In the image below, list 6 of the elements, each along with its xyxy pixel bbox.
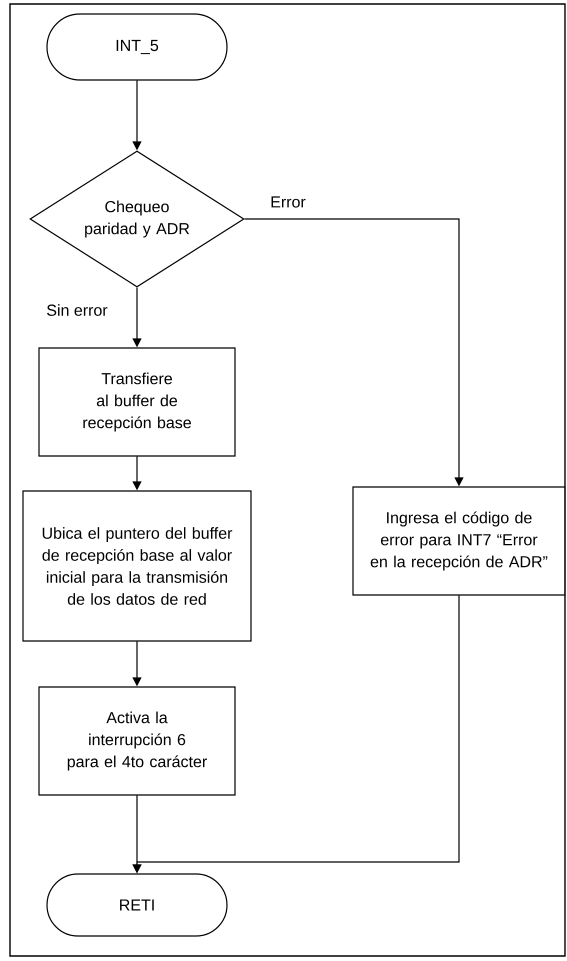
process-box: Transfiere al buffer de recepción base	[38, 347, 236, 457]
process-box: Ubica el puntero del buffer de recepción base al valor inicial para la transmisión de los datos de red	[22, 490, 252, 642]
edge-label: Sin error	[45, 303, 109, 317]
process-box: Ingresa el código de error para INT7 “Error en la recepción de ADR”	[352, 486, 566, 596]
edge-label: Error	[269, 195, 307, 209]
process-box: Activa la interrupción 6 para el 4to carácter	[38, 686, 236, 796]
